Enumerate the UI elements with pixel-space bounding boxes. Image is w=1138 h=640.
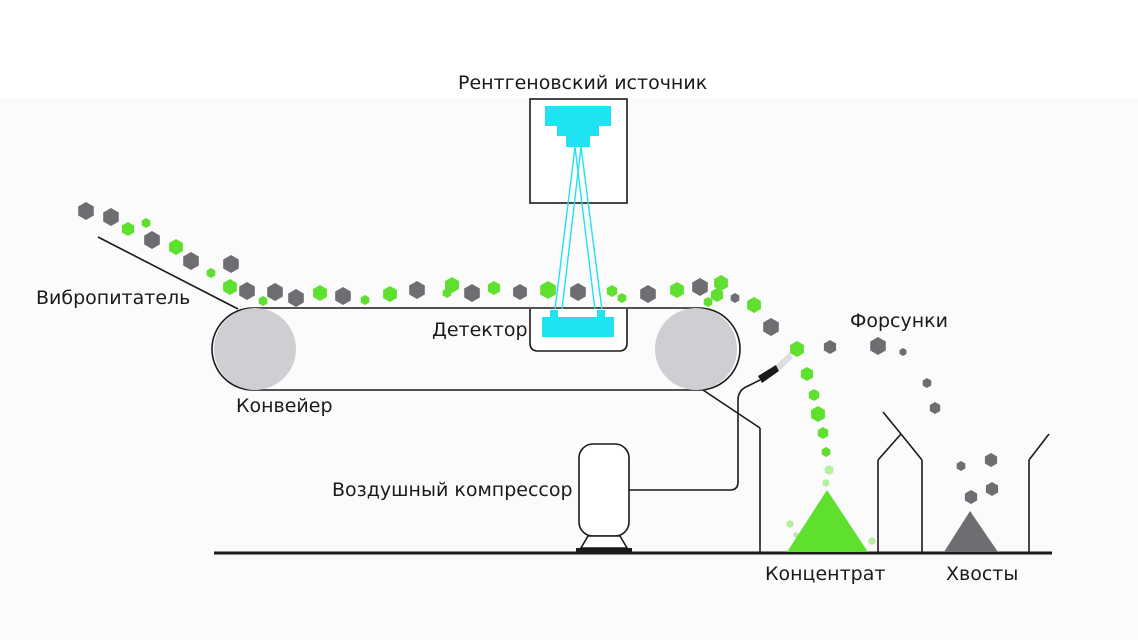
label-tailings: Хвосты [946,563,1019,585]
ore-particle [800,367,814,381]
ore-particle [617,293,627,303]
xray-beam [553,146,604,319]
xray-source [529,98,628,204]
ore-particle [747,297,761,313]
ore-particle [121,222,135,236]
ore-particle [710,288,724,302]
detector [529,309,628,352]
waste-particle [570,283,586,301]
ore-particle [141,218,151,228]
ore-particle [824,465,834,475]
tailings-bin [1028,433,1050,553]
ore-particle [822,479,830,487]
waste-particle [964,490,978,504]
ore-particle [606,285,618,297]
concentrate-pile [787,490,868,552]
xray-tube-icon [545,106,611,147]
waste-particle [985,482,999,496]
waste-particle [899,348,907,356]
label-compressor: Воздушный компрессор [332,479,573,501]
compressor-tank-icon [576,443,632,553]
waste-particle [288,289,304,307]
label-nozzles: Форсунки [850,310,948,332]
ore-particle [313,285,327,301]
waste-particle [763,318,779,336]
conveyor-belt [211,307,741,391]
waste-particle [730,293,740,303]
waste-particle [513,284,527,300]
label-detector: Детектор [432,319,528,341]
ore-particles [78,202,999,545]
ore-particle [811,406,825,422]
waste-particle [823,340,837,354]
waste-particle [692,278,708,296]
ore-particle [703,297,713,307]
ore-particle [714,275,728,291]
waste-particle [223,255,239,273]
waste-particle [144,231,160,249]
label-feeder: Вибропитатель [36,287,191,309]
label-xray-source: Рентгеновский источник [458,72,708,94]
waste-particle [267,283,283,301]
ore-particle [223,279,237,295]
ore-particle [445,277,459,293]
pulley-icon [214,308,296,390]
label-concentrate: Концентрат [765,563,886,585]
label-conveyor: Конвейер [236,395,333,417]
ore-particle [868,537,876,545]
ore-particle [540,281,556,299]
waste-particle [870,337,886,355]
ore-particle [258,296,268,306]
ore-particle [206,268,216,278]
waste-particle [640,285,656,303]
pulley-icon [655,308,737,390]
waste-particle [78,202,94,220]
ore-particle [808,389,820,401]
ore-particle [793,532,799,538]
feeder-chute [97,236,239,310]
ore-particle [821,447,831,457]
nozzle-icon [758,352,793,383]
ore-particle [360,295,370,305]
waste-particle [103,208,119,226]
waste-particle [239,282,255,300]
ore-particle [169,239,183,255]
ore-particle [487,281,501,295]
background-top [0,0,1138,98]
waste-particle [984,453,998,467]
tailings-pile [944,511,998,552]
waste-particle [464,284,480,302]
belt-return-line [702,389,761,429]
ore-particle [790,341,804,357]
ore-particle [817,427,829,439]
detector-icon [542,310,614,337]
waste-particle [335,287,351,305]
waste-particle [929,402,941,414]
air-hose [629,379,761,491]
waste-particle [922,378,932,388]
ore-particle [670,282,684,298]
concentrate-bin [877,411,923,553]
waste-particle [409,281,425,299]
ore-particle [786,520,794,528]
ore-particle [383,286,397,302]
waste-particle [956,461,966,471]
waste-particle [183,252,199,270]
